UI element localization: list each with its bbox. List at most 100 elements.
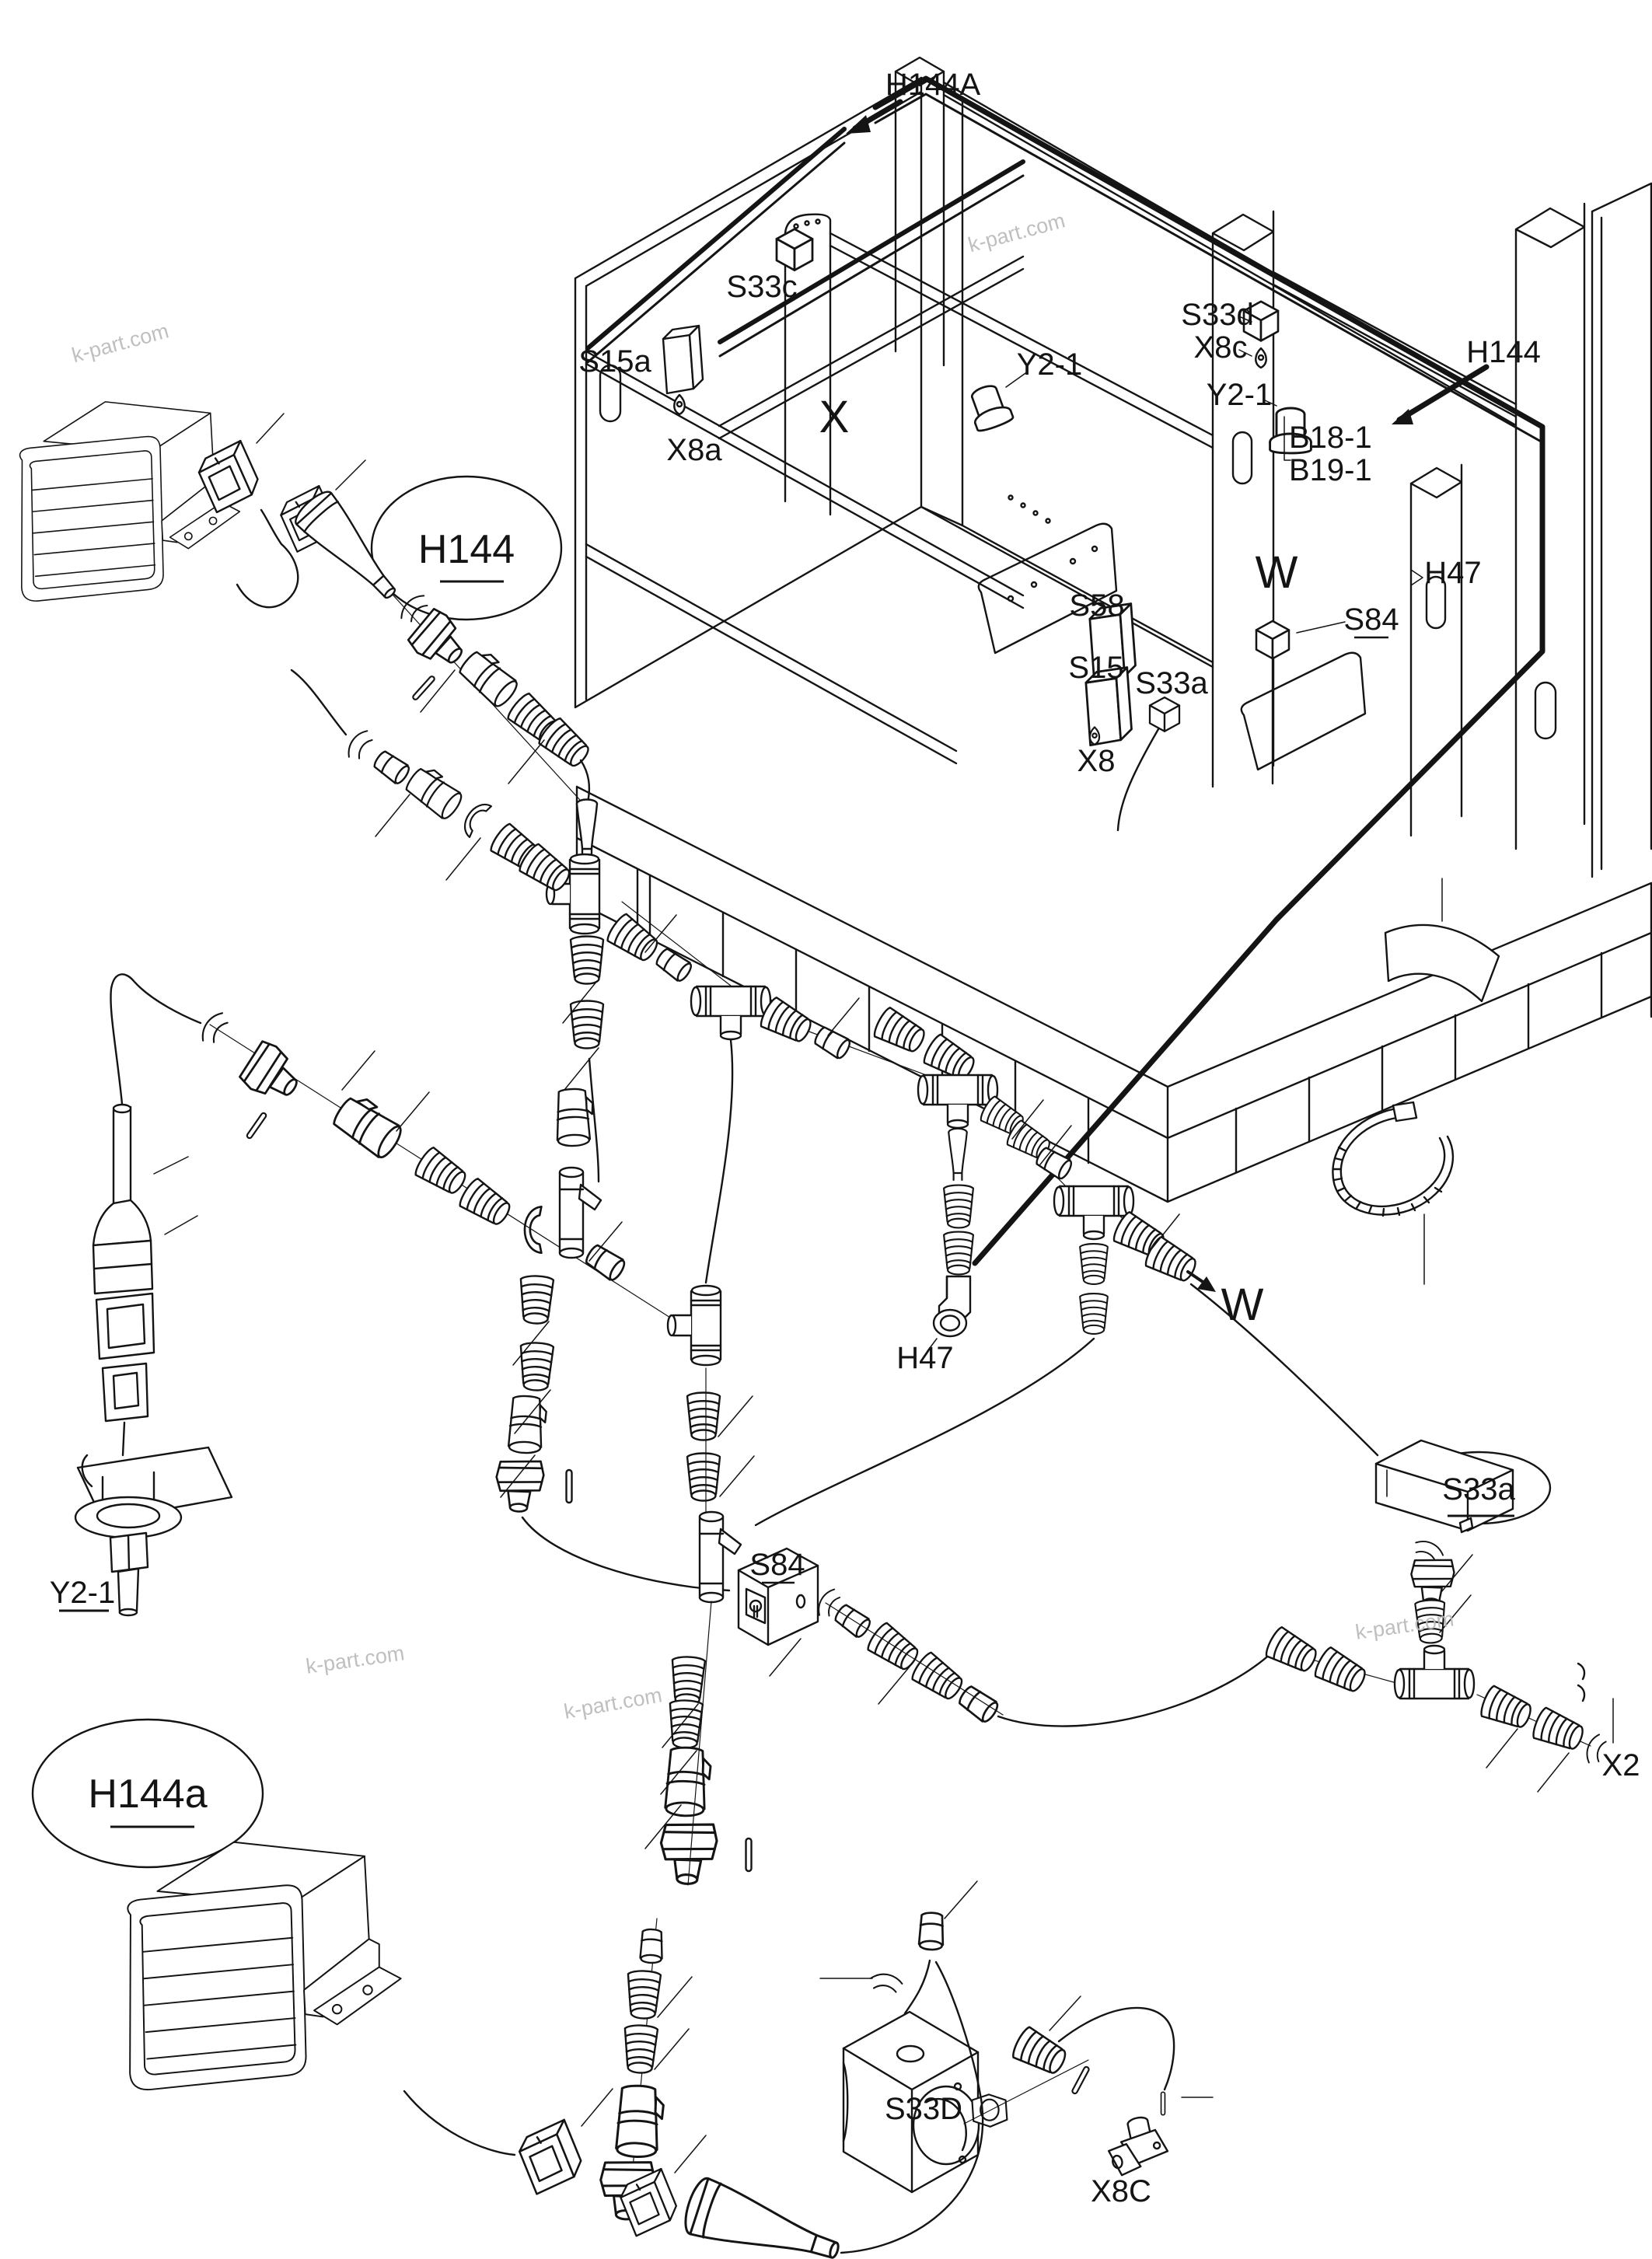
coupler xyxy=(328,1089,409,1162)
corrugated-sleeve xyxy=(411,1144,472,1200)
watermark: k-part.com xyxy=(305,1641,406,1678)
corrugated-sleeve xyxy=(1079,1243,1109,1285)
label-s15a: S15a xyxy=(578,344,651,379)
h144a-arrowhead xyxy=(846,115,871,134)
label-s33d-frame: S33d xyxy=(1181,298,1253,332)
plug-fitting xyxy=(831,1601,874,1641)
corrugated-sleeve xyxy=(871,1004,930,1059)
h144-label-ellipse xyxy=(370,475,563,621)
watermark: k-part.com xyxy=(69,319,171,367)
corrugated-sleeve xyxy=(622,2023,659,2075)
wire-to-s33a xyxy=(1189,1283,1379,1457)
wire xyxy=(704,1039,734,1284)
t-fitting xyxy=(666,1284,722,1367)
frame-structure xyxy=(574,56,1652,1266)
h144a-lamp-assembly xyxy=(31,1718,984,2259)
wire xyxy=(290,669,348,736)
label-s33c: S33c xyxy=(726,270,797,304)
mini-boot xyxy=(575,798,599,858)
corrugated-sleeve xyxy=(943,1231,974,1276)
s33a-wire xyxy=(1116,728,1160,832)
probe-wire xyxy=(110,973,202,1105)
separation-marks xyxy=(343,726,376,763)
corrugated-sleeve xyxy=(1263,1624,1322,1678)
frame-right-panel xyxy=(1591,182,1652,878)
label-w-chain: W xyxy=(1221,1280,1264,1330)
wire xyxy=(997,1651,1273,1727)
watermark: k-part.com xyxy=(966,208,1067,257)
s33d-box-assembly xyxy=(819,1880,1214,2194)
y21-valve-part xyxy=(963,380,1015,435)
h144a-label-ellipse xyxy=(31,1718,264,1869)
corrugated-sleeve xyxy=(456,1175,516,1231)
h47-elbow-fitting xyxy=(932,1275,972,1338)
w-arrowhead xyxy=(1197,1276,1216,1292)
y-branch-fitting xyxy=(558,1166,602,1259)
corrugated-sleeve xyxy=(669,1655,707,1706)
label-s33a-box: S33a xyxy=(1442,1472,1515,1507)
pin xyxy=(745,1837,753,1873)
y-branch-fitting xyxy=(698,1510,742,1604)
probe-connector xyxy=(95,1292,155,1360)
probe-connector-2 xyxy=(101,1362,149,1423)
frame-gusset xyxy=(977,522,1118,655)
separation-marks xyxy=(868,1971,904,1994)
lamp-wire xyxy=(403,2090,516,2156)
corrugated-sleeve xyxy=(625,1969,662,2020)
label-s15: S15 xyxy=(1068,651,1123,685)
s84-switch-part xyxy=(1255,620,1291,660)
plug-fitting xyxy=(370,748,413,787)
watermark: k-part.com xyxy=(562,1683,664,1723)
corrugated-sleeve xyxy=(1009,2024,1071,2080)
separation-marks xyxy=(196,1008,232,1047)
frame-left-wall xyxy=(574,76,923,709)
corrugated-sleeve xyxy=(518,1274,555,1325)
cable-tie xyxy=(1332,1101,1455,1217)
label-h144-frame: H144 xyxy=(1466,335,1541,369)
label-s33a-frame: S33a xyxy=(1135,666,1208,700)
work-lamp-h144 xyxy=(19,401,241,602)
s84-box-assembly xyxy=(737,1547,1614,1793)
coupler xyxy=(663,1745,713,1818)
s33c-switch-part xyxy=(775,228,814,271)
label-x8a: X8a xyxy=(666,433,722,467)
pin xyxy=(1160,2091,1166,2116)
pin xyxy=(565,1468,573,1504)
coupler xyxy=(402,761,468,823)
label-x8c-box: X8C xyxy=(1091,2174,1151,2208)
s15a-switch-part xyxy=(662,324,704,395)
shrink-sleeve-sheet xyxy=(1384,924,1500,1003)
wire-to-s33d xyxy=(840,1960,984,2254)
label-s33d-box: S33D xyxy=(885,2092,962,2126)
x8a-connector-part xyxy=(673,393,686,416)
label-h47-elbow: H47 xyxy=(896,1341,953,1375)
label-x8: X8 xyxy=(1077,744,1116,778)
probe-tube xyxy=(112,1105,132,1205)
wire xyxy=(903,1959,931,2015)
plug-fitting xyxy=(582,1241,629,1284)
y21-probe-assembly xyxy=(74,973,233,1617)
frame-post-right3 xyxy=(1514,202,1586,850)
wire-to-x8c xyxy=(1057,2006,1175,2091)
diagram-labels: H144A H144 S33c S15a X8a X Y2-1 S33d X8c… xyxy=(50,68,1640,2208)
corrugated-sleeve xyxy=(908,1650,969,1706)
harness-cable-thick xyxy=(585,75,1545,1266)
x8c-connector-part xyxy=(1255,347,1267,369)
coupler xyxy=(507,1395,548,1455)
harness-chain-main xyxy=(196,594,1500,2222)
coupler xyxy=(614,2083,665,2159)
pin xyxy=(1070,2065,1091,2096)
gland-nut xyxy=(235,1037,309,1111)
plug-fitting xyxy=(917,1911,945,1951)
label-s58: S58 xyxy=(1069,588,1124,623)
label-b18-1: B18-1 xyxy=(1289,421,1372,455)
wire xyxy=(754,1337,1095,1527)
work-lamp-h144a xyxy=(127,1841,402,2091)
label-y21-probe: Y2-1 xyxy=(50,1576,116,1610)
coupler xyxy=(455,644,524,711)
corrugated-sleeve xyxy=(1079,1293,1109,1335)
frame-rails xyxy=(585,81,1516,765)
s33a-box-assembly xyxy=(1374,1439,1552,1645)
